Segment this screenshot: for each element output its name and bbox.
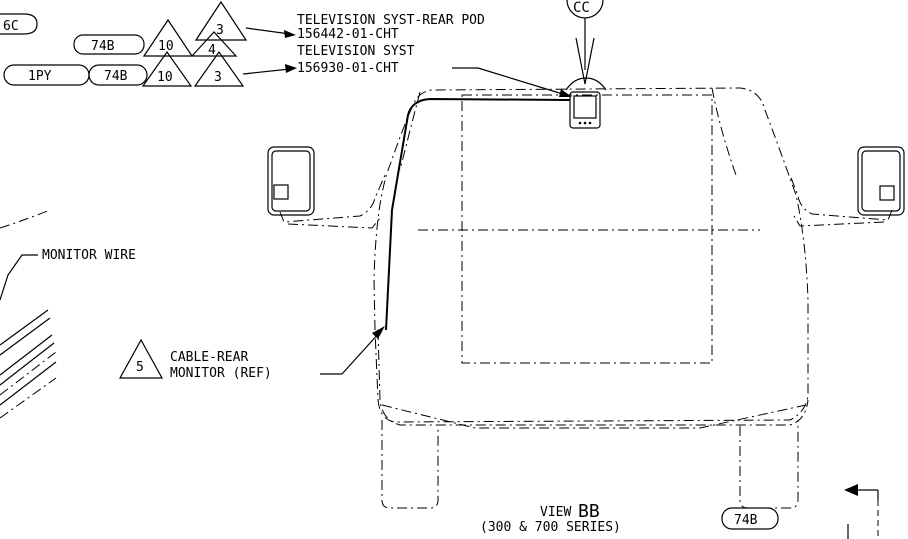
monitor-cable [385,97,571,331]
triangle-5 [118,338,164,379]
left-partial-curve [0,209,51,229]
monitor-wire-label: MONITOR WIRE [42,248,136,263]
view-cc-marker: CC [566,0,604,85]
section-arrowhead [844,484,858,496]
triangle-10-row2 [141,50,193,87]
bumper-line [381,404,807,429]
left-mirror [267,146,386,229]
section-arrow [844,484,879,539]
left-partial-view: MONITOR WIRE [0,209,136,419]
view-badge-oval [721,507,779,530]
left-mirror-inner [271,150,311,212]
body-right-contour [711,87,737,176]
right-mirror-square [879,185,895,201]
cable-line2: MONITOR (REF) [170,366,272,381]
cable-callout: 5 CABLE-REAR MONITOR (REF) [118,326,385,381]
monitor-wire-leader [0,254,38,301]
view-subtitle: (300 & 700 SERIES) [480,520,621,535]
right-mirror-arm-lower [793,215,885,227]
view-title-prefix: VIEW [540,505,571,520]
cable-line1: CABLE-REAR [170,350,248,365]
leader-tv-syst [242,68,291,75]
oval-partial-6c-label: 6C [3,19,19,34]
right-mirror [789,146,905,227]
view-badge-label: 74B [734,513,758,528]
roof-cap [565,77,607,91]
callout-row-2: 1PY 74B 10 3 [3,50,297,87]
oval-74b-row1-label: 74B [91,39,115,54]
left-mirror-frame [267,146,315,216]
triangle-10-row1-label: 10 [158,39,174,54]
oval-1py-label: 1PY [28,69,52,84]
tv-unit [569,91,601,129]
right-mirror-frame [857,146,905,216]
left-mirror-arm-lower [287,217,381,229]
triangle-4-row1 [190,31,238,57]
oval-74b-row1 [73,34,145,55]
vehicle-body-outline [373,87,809,423]
left-mirror-arm [279,174,386,223]
wire-line-3 [0,334,53,376]
right-mirror-inner [861,150,901,212]
tv-unit-housing [569,91,601,129]
view-cc-arrowhead [575,37,595,85]
leader-rear-pod [245,27,291,35]
triangle-3-row1 [194,0,248,41]
wire-line-5 [0,351,57,396]
triangle-4-row1-label: 4 [208,43,216,58]
wire-line-2 [0,317,51,356]
view-title: VIEW BB (300 & 700 SERIES) 74B [480,501,779,535]
right-wheel [739,420,799,509]
tv-syst-title: TELEVISION SYST [297,44,415,59]
oval-partial-6c [0,13,38,35]
triangle-5-label: 5 [136,360,144,375]
left-mirror-square [273,184,289,200]
wire-line-7 [0,377,57,419]
oval-74b-row2-label: 74B [104,69,128,84]
tv-rear-pod-part: 156442-01-CHT [297,27,399,42]
callout-row-1: 6C 74B 10 4 3 [0,0,296,58]
arrowhead-tv-syst [285,64,297,73]
wire-line-1 [0,309,49,346]
cable-arrowhead [372,326,385,339]
tv-unit-screen [573,95,597,119]
vehicle-rear-view [267,77,905,509]
label-block: TELEVISION SYST-REAR POD 156442-01-CHT T… [297,13,572,97]
tv-rear-pod-title: TELEVISION SYST-REAR POD [297,13,485,28]
triangle-3-row2-label: 3 [214,70,222,85]
arrowhead-rear-pod [284,30,296,38]
wire-line-6 [0,361,57,406]
triangle-10-row2-label: 10 [157,70,173,85]
wire-line-4 [0,342,55,386]
cable-leader [341,331,381,375]
lower-body [377,329,809,426]
triangle-10-row1 [142,18,194,57]
left-wheel [381,420,439,509]
view-cc-label: CC [573,0,590,16]
right-mirror-arm [789,174,893,221]
triangle-3-row2 [193,50,245,87]
tv-syst-part: 156930-01-CHT [297,61,399,76]
rear-door-panel [461,94,713,364]
triangle-3-row1-label: 3 [216,23,224,38]
body-left-contour [399,91,421,171]
leader-tv-syst-to-unit [477,67,567,96]
view-title-letters: BB [578,501,600,522]
oval-74b-row2 [88,64,148,86]
